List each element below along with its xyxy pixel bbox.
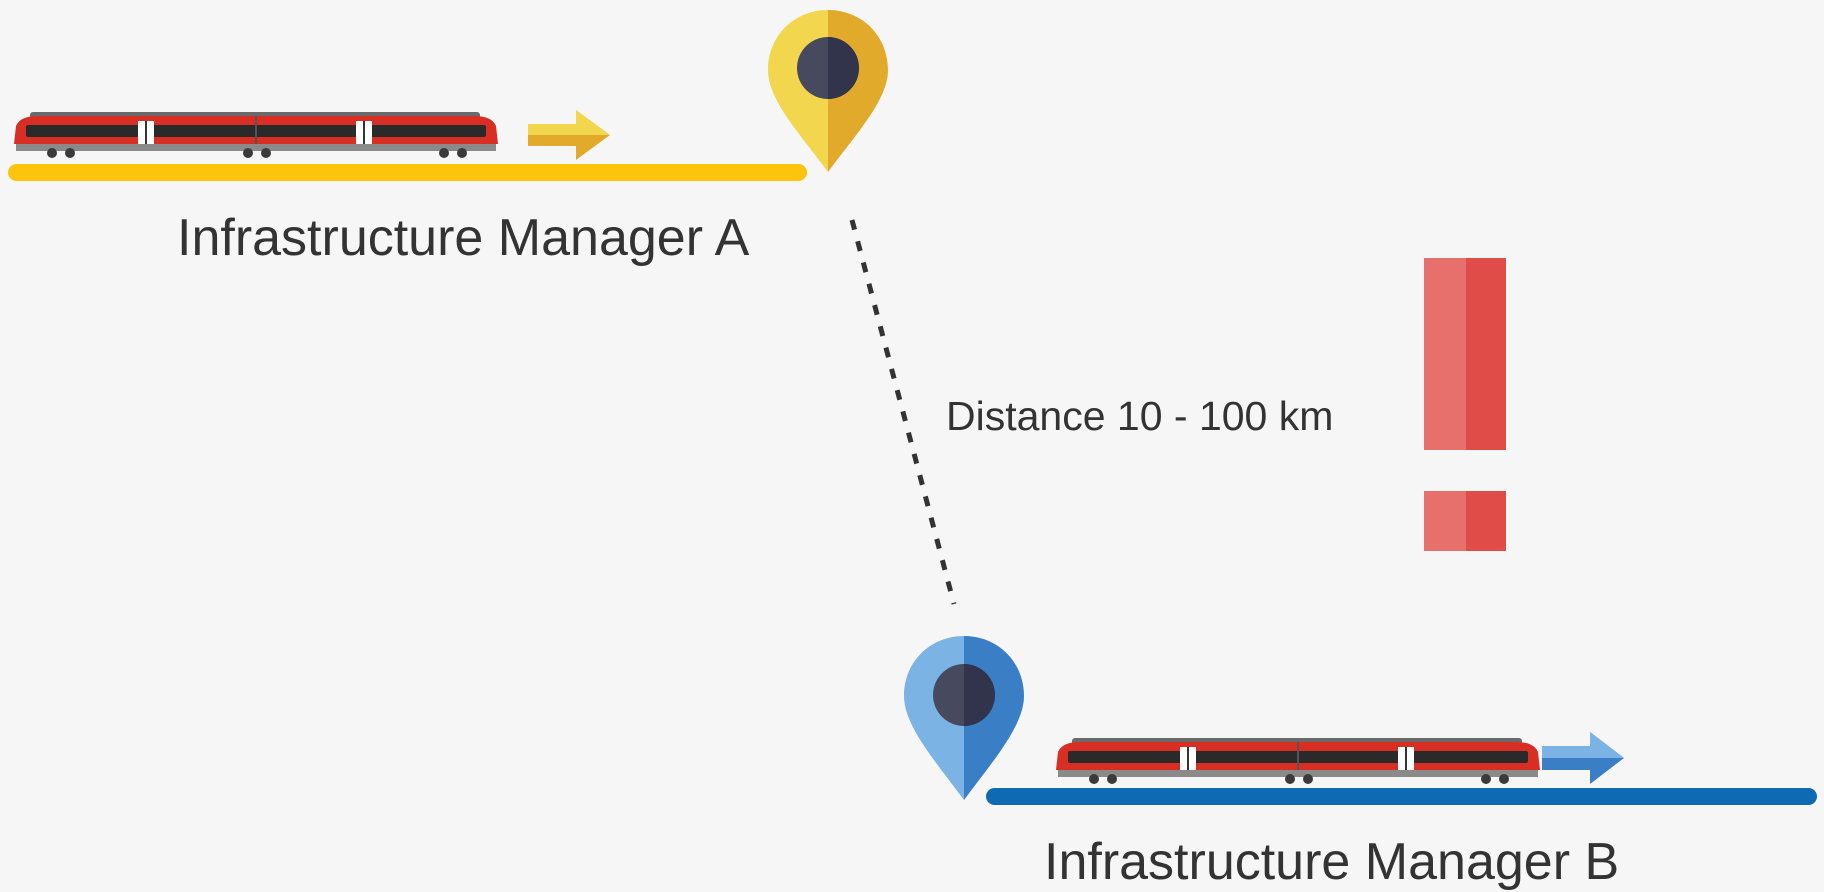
rail-track-a	[8, 164, 807, 181]
train-a-icon	[14, 112, 498, 158]
arrow-right-icon	[528, 110, 610, 160]
infrastructure-manager-b-label: Infrastructure Manager B	[1044, 833, 1620, 891]
arrow-right-icon	[1542, 732, 1624, 784]
infrastructure-manager-a-label: Infrastructure Manager A	[177, 209, 750, 267]
map-pin-icon	[768, 10, 888, 172]
distance-dotted-line	[849, 219, 957, 605]
distance-label: Distance 10 - 100 km	[946, 393, 1334, 439]
rail-track-b	[986, 788, 1817, 805]
exclamation-mark-icon	[1424, 258, 1506, 551]
train-b-icon	[1056, 738, 1540, 784]
map-pin-icon	[904, 636, 1024, 800]
